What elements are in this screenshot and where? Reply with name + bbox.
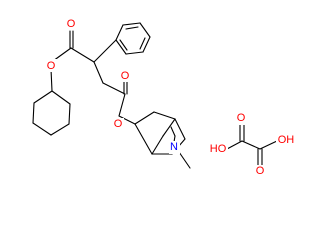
tropane-bond xyxy=(134,123,153,155)
hydroxyl-atom-label: OH xyxy=(278,134,295,146)
tropane-bond xyxy=(153,111,176,120)
oxygen-atom-label: O xyxy=(67,18,76,30)
structure-canvas: O O O O N O O HO OH xyxy=(32,17,296,178)
oxygen-atom-label: O xyxy=(256,165,265,177)
phenyl-inner-bond xyxy=(139,37,146,50)
phenyl-bond xyxy=(115,24,124,41)
cyclohexyl-bond xyxy=(33,90,53,104)
chain-bond xyxy=(118,93,126,117)
oxalic-bond xyxy=(226,140,243,150)
phenyl-bond xyxy=(115,39,127,55)
tropane-bond xyxy=(134,111,155,125)
cyclohexyl-bond xyxy=(68,103,71,125)
oxygen-atom-label: O xyxy=(114,118,123,130)
phenyl-bond xyxy=(125,51,144,55)
hydroxyl-atom-label: HO xyxy=(210,143,227,155)
phenyl-bond xyxy=(139,22,151,38)
oxalic-bond xyxy=(241,140,261,150)
tropane-bond xyxy=(174,118,186,140)
phenyl-inner-bond xyxy=(119,39,128,51)
cyclohexyl-bond xyxy=(50,123,70,136)
oxalic-bond xyxy=(259,140,278,150)
chain-bond xyxy=(118,115,136,125)
cyclohexyl-bond xyxy=(32,102,35,124)
cyclohexyl-bond xyxy=(32,122,52,136)
chain-bond xyxy=(102,82,126,95)
nitrogen-atom-label: N xyxy=(170,141,178,153)
molecule-diagram: O O O O N O O HO OH xyxy=(32,17,296,178)
bonds xyxy=(32,22,278,169)
chain-bond xyxy=(93,61,104,84)
tropane-bond xyxy=(151,135,164,155)
oxygen-atom-label: O xyxy=(237,112,246,124)
oxygen-atom-label: O xyxy=(121,70,130,82)
chain-bond xyxy=(70,47,95,63)
cyclohexyl-bond xyxy=(51,90,71,105)
n-methyl-bond xyxy=(178,151,191,169)
phenyl-bond xyxy=(122,22,141,26)
tropane-bond xyxy=(162,118,176,137)
phenyl-bond xyxy=(142,36,151,53)
atom-labels: O O O O N O O HO OH xyxy=(46,17,296,178)
oxygen-atom-label: O xyxy=(47,60,56,72)
chain-bond xyxy=(52,47,72,62)
chain-bond xyxy=(93,39,117,63)
cyclohexyl-link-bond xyxy=(50,68,53,92)
tropane-bridge-bond xyxy=(170,126,176,137)
phenyl-inner-bond xyxy=(125,26,139,30)
